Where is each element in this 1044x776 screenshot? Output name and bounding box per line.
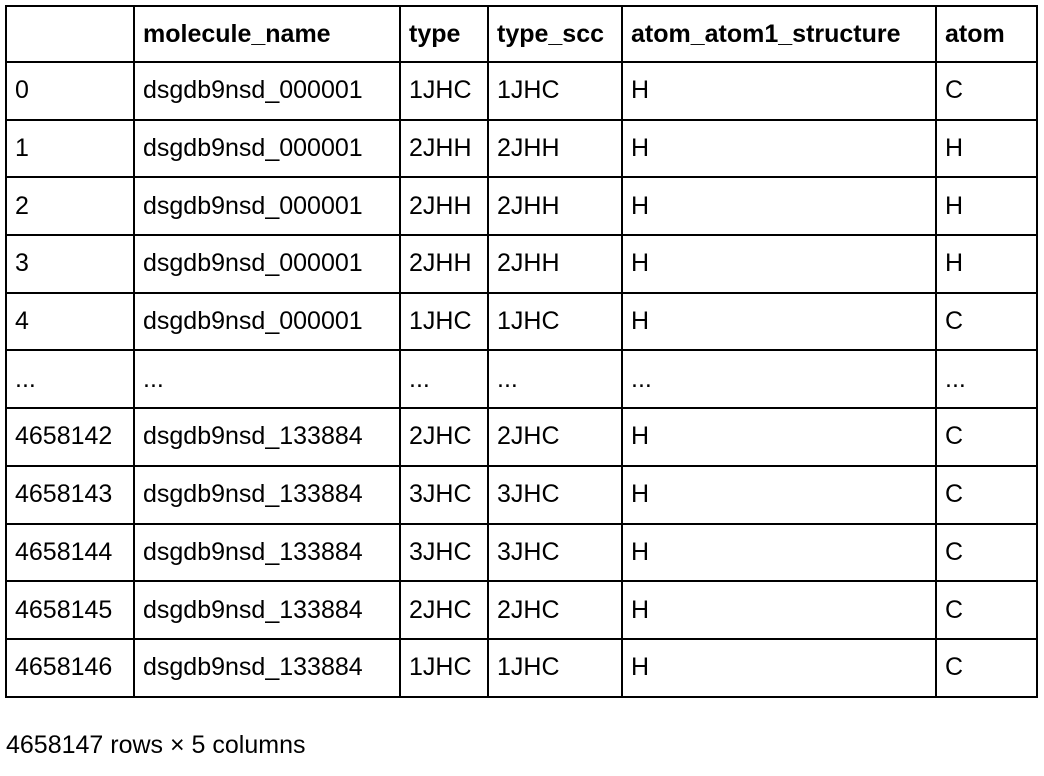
column-header-atom-atom1-structure: atom_atom1_structure xyxy=(621,5,937,63)
cell-type: 3JHC xyxy=(399,522,489,583)
dataframe-output: molecule_name type type_scc atom_atom1_s… xyxy=(5,5,1038,698)
row-index: 1 xyxy=(5,118,135,179)
cell-type: 2JHC xyxy=(399,407,489,467)
cell-atom: H xyxy=(935,176,1038,237)
cell-type: 2JHH xyxy=(399,118,489,179)
cell-atom: C xyxy=(935,637,1038,698)
column-header-atom: atom xyxy=(935,5,1038,63)
cell-type: 2JHH xyxy=(399,176,489,237)
cell-atom-atom1-structure: H xyxy=(621,176,937,237)
cell-atom: C xyxy=(935,580,1038,640)
table-row: 4658144 dsgdb9nsd_133884 3JHC 3JHC H C xyxy=(5,522,1038,583)
cell-type: 1JHC xyxy=(399,637,489,698)
dataframe-shape-summary: 4658147 rows × 5 columns xyxy=(6,731,306,759)
cell-type: ... xyxy=(399,349,489,410)
cell-molecule-name: dsgdb9nsd_000001 xyxy=(133,291,401,352)
cell-type: 2JHH xyxy=(399,234,489,294)
cell-atom-atom1-structure: H xyxy=(621,637,937,698)
cell-atom: C xyxy=(935,291,1038,352)
cell-atom-atom1-structure: H xyxy=(621,580,937,640)
cell-atom: H xyxy=(935,118,1038,179)
cell-atom-atom1-structure: H xyxy=(621,234,937,294)
header-row: molecule_name type type_scc atom_atom1_s… xyxy=(5,5,1038,63)
row-index: 2 xyxy=(5,176,135,237)
row-index: 4658142 xyxy=(5,407,135,467)
row-index: 0 xyxy=(5,61,135,121)
table-row: 4658142 dsgdb9nsd_133884 2JHC 2JHC H C xyxy=(5,407,1038,467)
cell-type-scc: 1JHC xyxy=(487,61,623,121)
table-row: 3 dsgdb9nsd_000001 2JHH 2JHH H H xyxy=(5,234,1038,294)
cell-molecule-name: dsgdb9nsd_000001 xyxy=(133,176,401,237)
table-row: 4658145 dsgdb9nsd_133884 2JHC 2JHC H C xyxy=(5,580,1038,640)
cell-atom: ... xyxy=(935,349,1038,410)
row-index: 3 xyxy=(5,234,135,294)
cell-type-scc: 3JHC xyxy=(487,464,623,525)
cell-atom-atom1-structure: ... xyxy=(621,349,937,410)
table-row: 0 dsgdb9nsd_000001 1JHC 1JHC H C xyxy=(5,61,1038,121)
cell-type-scc: 1JHC xyxy=(487,637,623,698)
row-index: 4658143 xyxy=(5,464,135,525)
row-index: ... xyxy=(5,349,135,410)
cell-type-scc: 3JHC xyxy=(487,522,623,583)
cell-molecule-name: dsgdb9nsd_000001 xyxy=(133,234,401,294)
cell-molecule-name: dsgdb9nsd_133884 xyxy=(133,407,401,467)
cell-molecule-name: ... xyxy=(133,349,401,410)
row-index: 4658144 xyxy=(5,522,135,583)
cell-atom: C xyxy=(935,522,1038,583)
column-header-type-scc: type_scc xyxy=(487,5,623,63)
cell-atom-atom1-structure: H xyxy=(621,464,937,525)
cell-molecule-name: dsgdb9nsd_133884 xyxy=(133,637,401,698)
cell-atom: C xyxy=(935,61,1038,121)
cell-type: 2JHC xyxy=(399,580,489,640)
cell-type-scc: 2JHH xyxy=(487,234,623,294)
cell-molecule-name: dsgdb9nsd_133884 xyxy=(133,464,401,525)
cell-type-scc: 2JHH xyxy=(487,176,623,237)
cell-type: 1JHC xyxy=(399,291,489,352)
cell-atom: H xyxy=(935,234,1038,294)
table-row: 4 dsgdb9nsd_000001 1JHC 1JHC H C xyxy=(5,291,1038,352)
cell-atom-atom1-structure: H xyxy=(621,118,937,179)
cell-atom-atom1-structure: H xyxy=(621,61,937,121)
cell-molecule-name: dsgdb9nsd_000001 xyxy=(133,61,401,121)
cell-type: 3JHC xyxy=(399,464,489,525)
cell-atom-atom1-structure: H xyxy=(621,522,937,583)
cell-atom-atom1-structure: H xyxy=(621,407,937,467)
dataframe-table: molecule_name type type_scc atom_atom1_s… xyxy=(5,5,1038,698)
cell-type-scc: 1JHC xyxy=(487,291,623,352)
cell-atom: C xyxy=(935,464,1038,525)
cell-type-scc: 2JHC xyxy=(487,407,623,467)
cell-type-scc: 2JHH xyxy=(487,118,623,179)
cell-type: 1JHC xyxy=(399,61,489,121)
cell-molecule-name: dsgdb9nsd_133884 xyxy=(133,580,401,640)
row-index: 4658145 xyxy=(5,580,135,640)
index-header xyxy=(5,5,135,63)
cell-atom: C xyxy=(935,407,1038,467)
table-row: 2 dsgdb9nsd_000001 2JHH 2JHH H H xyxy=(5,176,1038,237)
column-header-molecule-name: molecule_name xyxy=(133,5,401,63)
table-row: 1 dsgdb9nsd_000001 2JHH 2JHH H H xyxy=(5,118,1038,179)
ellipsis-row: ... ... ... ... ... ... xyxy=(5,349,1038,410)
table-row: 4658146 dsgdb9nsd_133884 1JHC 1JHC H C xyxy=(5,637,1038,698)
cell-atom-atom1-structure: H xyxy=(621,291,937,352)
cell-type-scc: 2JHC xyxy=(487,580,623,640)
table-row: 4658143 dsgdb9nsd_133884 3JHC 3JHC H C xyxy=(5,464,1038,525)
cell-molecule-name: dsgdb9nsd_133884 xyxy=(133,522,401,583)
row-index: 4658146 xyxy=(5,637,135,698)
cell-molecule-name: dsgdb9nsd_000001 xyxy=(133,118,401,179)
column-header-type: type xyxy=(399,5,489,63)
row-index: 4 xyxy=(5,291,135,352)
cell-type-scc: ... xyxy=(487,349,623,410)
